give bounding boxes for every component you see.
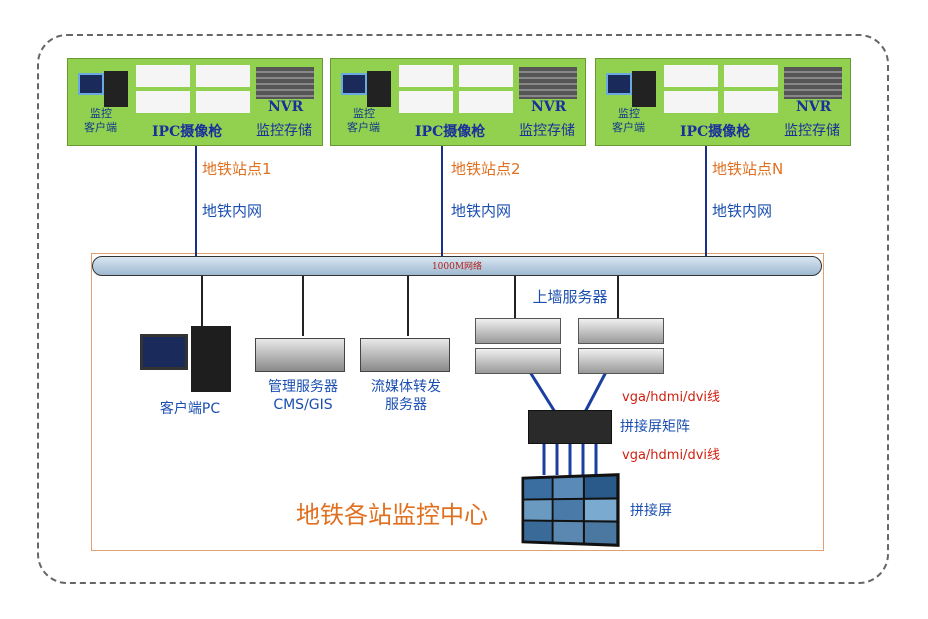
- network-label-n: 地铁内网: [712, 202, 773, 220]
- client-label: 监控: [353, 107, 375, 120]
- wall-server-icon: [475, 318, 561, 344]
- video-wall-icon: [521, 473, 620, 547]
- station-name-n: 地铁站点N: [712, 160, 784, 178]
- camera-icon: [664, 65, 718, 87]
- matrix-switch-icon: [528, 410, 612, 444]
- nvr-storage-label: 监控存储: [519, 123, 575, 139]
- cable-label-1: vga/hdmi/dvi线: [622, 390, 720, 405]
- backbone-label: 1000M网络: [431, 262, 483, 272]
- nvr-icon: [784, 67, 842, 99]
- client-label-2: 客户端: [612, 121, 645, 134]
- camera-icon: [664, 91, 718, 113]
- camera-icon: [724, 91, 778, 113]
- ipc-label: IPC摄像枪: [152, 124, 223, 140]
- mgmt-server-icon: [255, 338, 345, 372]
- stream-server-icon: [360, 338, 450, 372]
- nvr-storage-label: 监控存储: [784, 123, 840, 139]
- matrix-label: 拼接屏矩阵: [620, 419, 690, 435]
- pc-tower-icon: [367, 71, 391, 107]
- network-label-1: 地铁内网: [202, 202, 263, 220]
- monitor-icon: [78, 73, 104, 95]
- camera-icon: [399, 91, 453, 113]
- client-label: 监控: [618, 107, 640, 120]
- nvr-icon: [256, 67, 314, 99]
- cable-label-2: vga/hdmi/dvi线: [622, 448, 720, 463]
- wall-server-icon: [578, 318, 664, 344]
- control-center-title: 地铁各站监控中心: [296, 501, 488, 529]
- nvr-storage-label: 监控存储: [256, 123, 312, 139]
- nvr-icon: [519, 67, 577, 99]
- ipc-label: IPC摄像枪: [415, 124, 486, 140]
- pc-tower-icon: [632, 71, 656, 107]
- client-label-2: 客户端: [347, 121, 380, 134]
- client-monitor-icon: [140, 334, 188, 370]
- monitor-icon: [341, 73, 367, 95]
- camera-icon: [459, 91, 513, 113]
- video-wall-label: 拼接屏: [630, 503, 672, 519]
- station-n: 监控 客户端 IPC摄像枪 NVR 监控存储: [595, 58, 851, 146]
- client-tower-icon: [191, 326, 231, 392]
- outer-boundary: [37, 34, 889, 584]
- wall-server-icon: [475, 348, 561, 374]
- camera-icon: [724, 65, 778, 87]
- camera-icon: [196, 65, 250, 87]
- station-1: 监控 客户端 IPC摄像枪 NVR 监控存储: [67, 58, 323, 146]
- nvr-label: NVR: [796, 99, 832, 115]
- camera-icon: [459, 65, 513, 87]
- station-2: 监控 客户端 IPC摄像枪 NVR 监控存储: [330, 58, 586, 146]
- client-pc-label: 客户端PC: [159, 401, 221, 417]
- wall-servers-label: 上墙服务器: [532, 288, 608, 306]
- pc-tower-icon: [104, 71, 128, 107]
- camera-icon: [136, 65, 190, 87]
- station-name-1: 地铁站点1: [202, 160, 272, 178]
- client-label: 监控: [90, 107, 112, 120]
- camera-icon: [196, 91, 250, 113]
- nvr-label: NVR: [268, 99, 304, 115]
- network-label-2: 地铁内网: [451, 202, 512, 220]
- wall-server-icon: [578, 348, 664, 374]
- nvr-label: NVR: [531, 99, 567, 115]
- client-label-2: 客户端: [84, 121, 117, 134]
- ipc-label: IPC摄像枪: [680, 124, 751, 140]
- network-backbone: 1000M网络: [92, 256, 822, 276]
- control-center-boundary: [91, 253, 824, 551]
- stream-server-label: 流媒体转发服务器: [371, 379, 441, 413]
- camera-icon: [399, 65, 453, 87]
- camera-icon: [136, 91, 190, 113]
- station-name-2: 地铁站点2: [451, 160, 521, 178]
- monitor-icon: [606, 73, 632, 95]
